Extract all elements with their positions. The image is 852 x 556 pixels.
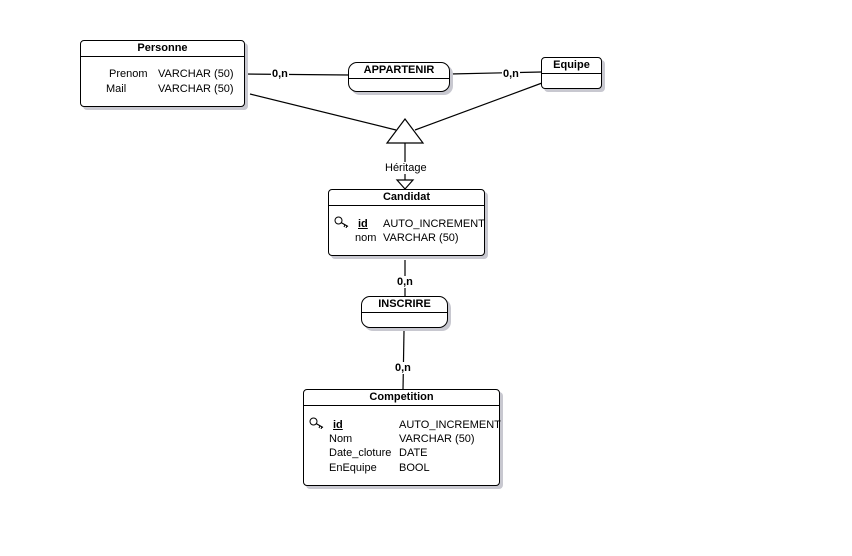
attr-type: AUTO_INCREMENT [383, 218, 485, 230]
key-icon [309, 417, 324, 429]
entity-title: Candidat [329, 190, 484, 206]
cardinality-candidat-inscrire: 0,n [396, 276, 414, 288]
cardinality-competition-inscrire: 0,n [394, 362, 412, 374]
association-inscrire[interactable]: INSCRIRE [361, 296, 448, 328]
entity-competition[interactable]: Competition id AUTO_INCREMENT Nom VARCHA… [303, 389, 501, 486]
link-personne-heritage [249, 93, 397, 131]
entity-equipe[interactable]: Equipe [541, 57, 602, 89]
cardinality-equipe-appartenir: 0,n [502, 68, 520, 80]
link-appartenir-equipe [449, 71, 542, 75]
inheritance-arrowhead [395, 179, 415, 190]
attr-name: id [333, 419, 343, 431]
association-appartenir[interactable]: APPARTENIR [348, 62, 450, 92]
attr-name: id [358, 218, 368, 230]
attr-type: VARCHAR (50) [399, 433, 475, 445]
inheritance-triangle [385, 118, 425, 144]
entity-title: Personne [81, 41, 244, 57]
entity-personne[interactable]: Personne Prenom VARCHAR (50) Mail VARCHA… [80, 40, 245, 107]
attr-name: nom [355, 232, 377, 244]
entity-title: Competition [304, 390, 499, 406]
attr-name: Mail [106, 83, 127, 95]
association-title: APPARTENIR [349, 63, 449, 79]
attr-type: AUTO_INCREMENT [399, 419, 501, 431]
entity-title: Equipe [542, 58, 601, 74]
attr-name: Prenom [109, 68, 148, 80]
cardinality-personne-appartenir: 0,n [271, 68, 289, 80]
inheritance-label: Héritage [384, 162, 428, 174]
link-inscrire-competition [402, 330, 405, 391]
attr-name: Date_cloture [329, 447, 392, 459]
key-icon [334, 216, 349, 228]
link-personne-appartenir [243, 73, 350, 76]
association-title: INSCRIRE [362, 297, 447, 313]
attr-name: Nom [329, 433, 353, 445]
attr-type: VARCHAR (50) [158, 83, 234, 95]
attr-type: VARCHAR (50) [158, 68, 234, 80]
entity-candidat[interactable]: Candidat id AUTO_INCREMENT nom VARCHAR (… [328, 189, 485, 256]
link-equipe-heritage [414, 82, 543, 131]
attr-type: BOOL [399, 462, 430, 474]
attr-name: EnEquipe [329, 462, 377, 474]
attr-type: DATE [399, 447, 428, 459]
attr-type: VARCHAR (50) [383, 232, 459, 244]
